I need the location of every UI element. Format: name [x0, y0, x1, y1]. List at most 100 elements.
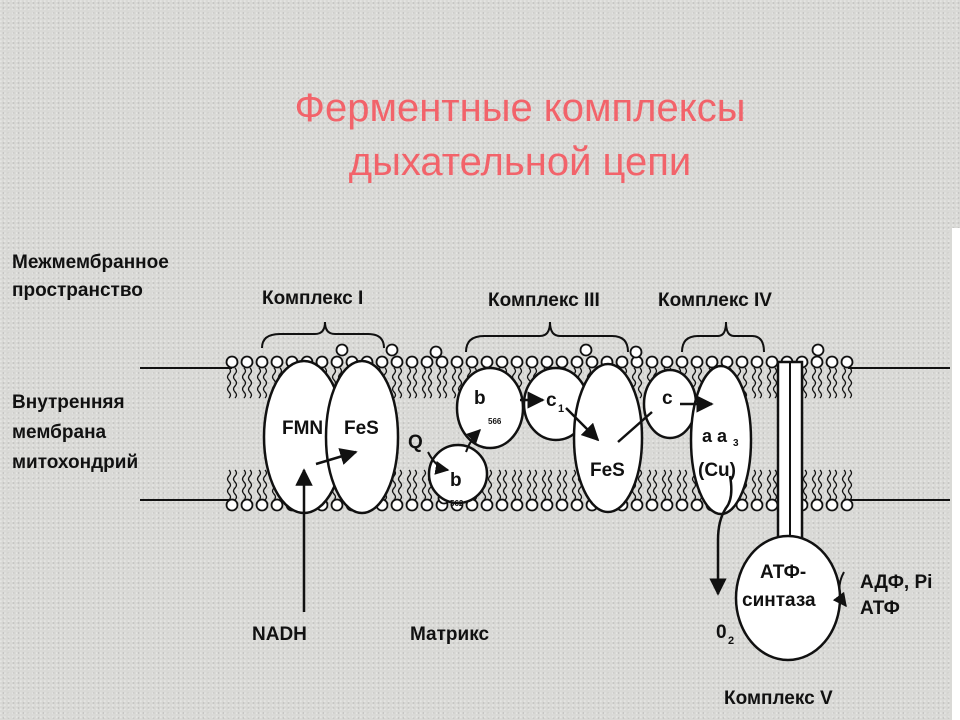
lipid-head — [240, 355, 254, 369]
b566-ellipse — [455, 366, 525, 450]
b562-to-b566-arrow — [465, 429, 481, 453]
lipid-tail — [502, 469, 508, 501]
lipid-tail — [751, 469, 757, 501]
lipid-tail — [757, 469, 763, 501]
c1-label: c — [546, 390, 557, 411]
lipid-head — [675, 498, 689, 512]
lipid-tail — [517, 469, 523, 501]
atp-synthase-label-line-1: АТФ- — [760, 562, 806, 583]
lipid-head — [330, 355, 344, 369]
lipid-tail — [847, 469, 853, 501]
lipid-tail — [262, 469, 268, 501]
b562-subscript: 562 — [450, 499, 464, 508]
lipid-head — [420, 498, 434, 512]
lipid-head — [435, 355, 449, 369]
lipid-tail — [427, 367, 433, 399]
brace-complex-3 — [465, 321, 629, 353]
lipid-tail — [511, 469, 517, 501]
lipid-tail — [226, 469, 232, 501]
lipid-tail — [232, 469, 238, 501]
lipid-head — [480, 355, 494, 369]
brace-complex-4 — [681, 321, 765, 353]
lipid-head — [645, 498, 659, 512]
lipid-head — [840, 355, 854, 369]
lipid-tail — [391, 367, 397, 399]
fes-label-complex-3: FeS — [590, 460, 625, 481]
lipid-tail — [421, 367, 427, 399]
b562-label: b — [450, 470, 462, 491]
slide-title-line-2: дыхательной цепи — [348, 140, 692, 184]
o2-label: 0 — [716, 622, 727, 643]
lipid-head — [420, 355, 434, 369]
lipid-head — [825, 498, 839, 512]
lipid-tail — [751, 367, 757, 399]
lipid-tail — [532, 469, 538, 501]
lipid-tail — [676, 469, 682, 501]
lipid-tail — [496, 469, 502, 501]
lipid-tail — [682, 469, 688, 501]
lipid-tail — [562, 469, 568, 501]
lipid-head — [405, 498, 419, 512]
lipid-head — [750, 498, 764, 512]
lipid-head — [660, 355, 674, 369]
complex-1-label: Комплекс I — [262, 288, 363, 309]
lipid-head — [240, 498, 254, 512]
lipid-head — [450, 355, 464, 369]
q-label: Q — [408, 432, 423, 453]
lipid-tail — [832, 469, 838, 501]
lipid-tail — [451, 367, 457, 399]
lipid-head — [840, 498, 854, 512]
lipid-tail — [487, 469, 493, 501]
lipid-head — [555, 498, 569, 512]
lipid-tail — [802, 367, 808, 399]
cytochrome-c-label: c — [662, 388, 673, 409]
lipid-head — [735, 355, 749, 369]
lipid-head — [811, 343, 825, 357]
lipid-tail — [652, 469, 658, 501]
lipid-head — [579, 343, 593, 357]
lipid-tail — [232, 367, 238, 399]
lipid-tail — [772, 367, 778, 399]
lipid-head — [585, 355, 599, 369]
lipid-tail — [406, 367, 412, 399]
lipid-tail — [811, 469, 817, 501]
lipid-head — [225, 355, 239, 369]
lipid-tail — [817, 469, 823, 501]
lipid-head — [375, 355, 389, 369]
lipid-tail — [766, 469, 772, 501]
lipid-tail — [757, 367, 763, 399]
intermembrane-label-line-1: Межмембранное — [12, 252, 169, 273]
brace-complex-1 — [261, 321, 385, 349]
lipid-head — [525, 498, 539, 512]
o2-subscript: 2 — [728, 635, 734, 647]
lipid-tail — [826, 469, 832, 501]
lipid-head — [335, 343, 349, 357]
lipid-tail — [526, 469, 532, 501]
lipid-tail — [841, 367, 847, 399]
lipid-head — [570, 355, 584, 369]
lipid-tail — [637, 469, 643, 501]
lipid-head — [390, 498, 404, 512]
lipid-tail — [241, 469, 247, 501]
lipid-tail — [412, 469, 418, 501]
matrix-label: Матрикс — [410, 624, 489, 645]
fmn-label: FMN — [282, 418, 323, 439]
lipid-head — [385, 343, 399, 357]
intermembrane-label-line-2: пространство — [12, 280, 143, 301]
lipid-head — [390, 355, 404, 369]
lipid-tail — [541, 469, 547, 501]
complex-3-label: Комплекс III — [488, 290, 600, 311]
lipid-tail — [802, 469, 808, 501]
cu-label: (Cu) — [698, 460, 736, 481]
lipid-tail — [241, 367, 247, 399]
lipid-head — [540, 498, 554, 512]
lipid-tail — [256, 367, 262, 399]
fes-to-c-arrow — [617, 411, 653, 443]
lipid-head — [429, 345, 443, 359]
lipid-head — [510, 498, 524, 512]
aa3-to-o2-arrow — [709, 475, 733, 596]
membrane-label-line-3: митохондрий — [12, 452, 138, 473]
lipid-head — [510, 355, 524, 369]
aa3-label: a a — [702, 426, 728, 446]
